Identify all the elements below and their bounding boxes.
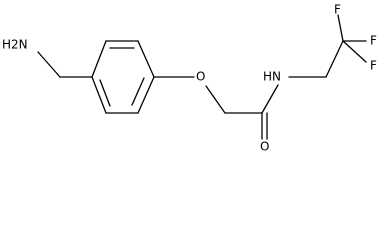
bond-o-ch2: [205, 85, 226, 114]
amine-label: H2N: [2, 38, 28, 52]
bond-cf3-f3: [342, 40, 367, 63]
bond-ring-4: [137, 76, 155, 114]
bond-ring-1: [91, 40, 107, 78]
fluorine-3-label: F: [370, 59, 377, 73]
structure-diagram: H2N O O HN F F F: [2, 3, 377, 154]
bond-cf3-f1: [337, 14, 344, 42]
amide-nitrogen-label: HN: [263, 70, 281, 84]
bond-ch2-cf3: [325, 40, 344, 78]
bond-ring-double-3: [99, 79, 111, 107]
bond-carbonyl-nh: [261, 84, 279, 114]
bond-ring-6: [91, 76, 107, 114]
bond-ch2-nh2: [37, 51, 61, 78]
ether-oxygen-label: O: [196, 70, 205, 84]
carbonyl-oxygen-label: O: [260, 140, 269, 154]
benzene-ring: [91, 40, 155, 114]
bond-ring-3: [137, 40, 155, 78]
bond-ring-double-2: [131, 77, 145, 106]
fluorine-1-label: F: [334, 3, 341, 17]
fluorine-2-label: F: [370, 34, 377, 48]
